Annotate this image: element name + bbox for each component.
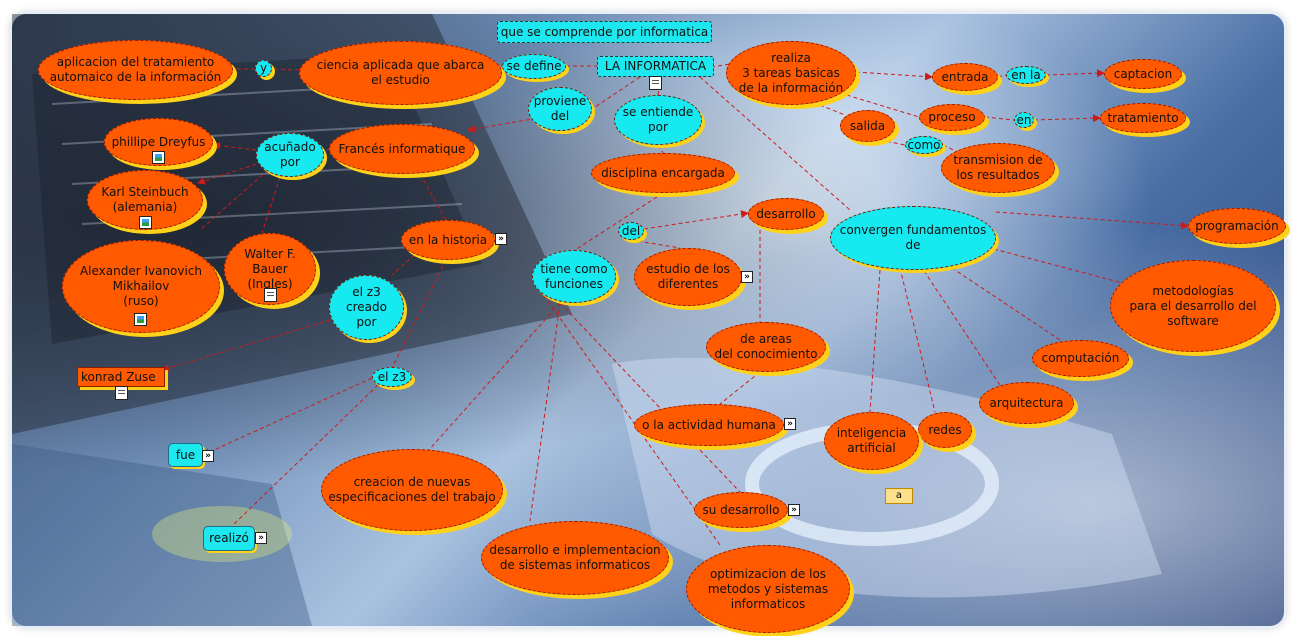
expand-icon[interactable]: » — [741, 271, 753, 283]
connection-line — [630, 239, 681, 249]
connection-line — [419, 173, 447, 221]
root-question[interactable]: que se comprende por informatica — [497, 21, 712, 43]
document-icon[interactable] — [264, 288, 277, 302]
expand-icon[interactable]: » — [784, 418, 796, 430]
connection-line — [391, 249, 421, 276]
connection-line — [271, 68, 300, 71]
link-se-entiende-por[interactable]: se entiende por — [614, 95, 702, 145]
concept-entrada[interactable]: entrada — [932, 63, 998, 91]
concept-desarrollo-implementacion[interactable]: desarrollo e implementacion de sistemas … — [481, 521, 669, 595]
main-topic[interactable]: LA INFORMATICA — [597, 56, 714, 77]
connection-line — [879, 139, 906, 146]
connection-line — [995, 211, 1189, 230]
concept-optimizacion[interactable]: optimizacion de los metodos y sistemas i… — [686, 545, 850, 633]
concept-aplicacion[interactable]: aplicacion del tratamiento automaico de … — [38, 40, 233, 100]
concept-areas-conocimiento[interactable]: de areas del conocimiento — [706, 322, 826, 372]
concept-inteligencia-artificial[interactable]: inteligencia artificial — [824, 412, 919, 470]
connection-line — [391, 259, 447, 369]
connection-line — [197, 161, 264, 185]
connection-line — [899, 267, 936, 413]
concept-actividad-humana[interactable]: o la actividad humana — [634, 404, 784, 446]
connection-line — [559, 302, 741, 493]
connection-line — [261, 176, 281, 234]
connection-line — [984, 116, 1015, 121]
connection-line — [199, 169, 269, 231]
concept-programacion[interactable]: programación — [1188, 208, 1286, 244]
link-y[interactable]: y — [255, 60, 272, 77]
link-el-z3[interactable]: el z3 — [372, 367, 412, 387]
connection-line — [202, 377, 373, 456]
connection-line — [574, 192, 664, 251]
concept-computacion[interactable]: computación — [1032, 340, 1129, 377]
connection-line — [997, 74, 1007, 78]
connection-line — [719, 371, 761, 405]
connection-line — [819, 104, 846, 116]
link-convergen-fundamentos[interactable]: convergen fundamentos de — [830, 206, 996, 270]
note-icon[interactable]: a — [885, 488, 913, 504]
concept-su-desarrollo[interactable]: su desarrollo — [694, 492, 788, 528]
expand-icon[interactable]: » — [495, 233, 507, 245]
link-el-z3-creado-por[interactable]: el z3 creado por — [329, 275, 404, 340]
link-en[interactable]: en — [1014, 112, 1034, 128]
connection-line — [869, 269, 881, 413]
connection-line — [591, 76, 641, 110]
document-icon[interactable] — [649, 76, 662, 90]
person-konrad-zuse[interactable]: konrad Zuse — [77, 367, 165, 387]
connection-line — [699, 76, 851, 211]
connection-line — [1045, 69, 1105, 78]
link-se-define[interactable]: se define — [502, 54, 566, 79]
concept-metodologias[interactable]: metodologías para el desarrollo del soft… — [1110, 260, 1276, 352]
connection-line — [1033, 114, 1101, 123]
connection-line — [161, 319, 331, 372]
expand-icon[interactable]: » — [202, 450, 214, 462]
document-icon[interactable] — [115, 386, 128, 400]
image-icon[interactable] — [152, 151, 165, 164]
link-del[interactable]: del — [618, 222, 644, 240]
expand-icon[interactable]: » — [255, 532, 267, 544]
connection-line — [939, 259, 1061, 341]
concept-en-la-historia[interactable]: en la historia — [401, 220, 495, 260]
connection-line — [539, 289, 721, 546]
link-proviene-del[interactable]: proviene del — [528, 87, 592, 131]
connection-line — [529, 302, 561, 522]
connection-line — [919, 264, 1001, 386]
link-realizo[interactable]: realizó — [203, 526, 255, 551]
concept-transmision[interactable]: transmision de los resultados — [941, 143, 1055, 193]
concept-salida[interactable]: salida — [840, 110, 895, 142]
link-en-la[interactable]: en la — [1006, 66, 1046, 84]
concept-tratamiento[interactable]: tratamiento — [1100, 103, 1186, 133]
link-acunado-por[interactable]: acuñado por — [256, 133, 324, 177]
connection-line — [212, 141, 257, 151]
concept-arquitectura[interactable]: arquitectura — [979, 382, 1074, 424]
concept-creacion-especificaciones[interactable]: creacion de nuevas especificaciones del … — [321, 449, 503, 531]
concept-frances-informatique[interactable]: Francés informatique — [329, 124, 475, 174]
connection-line — [231, 384, 379, 527]
connection-line — [657, 144, 664, 154]
link-como[interactable]: como — [905, 136, 943, 154]
concept-realiza[interactable]: realiza 3 tareas basicas de la informaci… — [726, 41, 856, 105]
image-icon[interactable] — [134, 313, 147, 326]
concept-captacion[interactable]: captacion — [1104, 59, 1182, 89]
connection-line — [419, 302, 561, 461]
expand-icon[interactable]: » — [788, 504, 800, 516]
connection-line — [643, 210, 749, 230]
concept-desarrollo[interactable]: desarrollo — [748, 198, 824, 230]
concept-ciencia-aplicada[interactable]: ciencia aplicada que abarca el estudio — [299, 41, 502, 105]
concept-estudio-diferentes[interactable]: estudio de los diferentes — [634, 248, 742, 306]
concept-redes[interactable]: redes — [918, 412, 972, 448]
concept-proceso[interactable]: proceso — [919, 104, 985, 131]
link-fue[interactable]: fue — [168, 443, 203, 467]
link-tiene-como-funciones[interactable]: tiene como funciones — [532, 250, 616, 303]
connection-line — [855, 71, 933, 81]
image-icon[interactable] — [139, 216, 152, 229]
concept-disciplina-encargada[interactable]: disciplina encargada — [591, 153, 735, 193]
